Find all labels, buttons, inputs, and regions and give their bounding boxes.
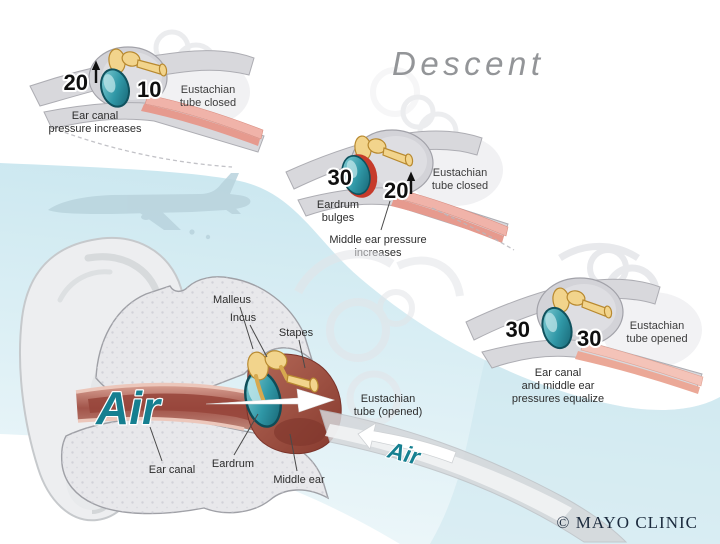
stage3-ossicles	[552, 287, 613, 319]
ossicles	[247, 350, 319, 404]
swoosh-right-tint	[430, 360, 720, 544]
stage2-dashed-contour	[431, 207, 515, 251]
stage3-tube-status-line1: Eustachian	[630, 320, 684, 332]
stage1-eustachian-tube	[144, 94, 264, 140]
main-tube-label-line2: tube (opened)	[354, 406, 423, 418]
stage2-eardrum-bulging	[341, 154, 378, 198]
stage1-dashed-contour	[57, 129, 233, 168]
stage3-caption-line2: and middle ear	[522, 380, 595, 392]
stage1-middle-ear-pressure: 10	[137, 77, 161, 102]
stage1-tube-status-line1: Eustachian	[181, 84, 235, 96]
eardrum-label: Eardrum	[212, 458, 254, 470]
stage3-diagram: 30 30 Eustachian tube opened Ear canal a…	[465, 242, 704, 405]
incus-label: Incus	[230, 312, 257, 324]
stage2-eardrum-caption-line2: bulges	[322, 212, 355, 224]
stage2-pressure-caption-line1: Middle ear pressure	[329, 234, 426, 246]
air-out-arrow	[357, 422, 457, 464]
stage1-diagram: 20 10 Eustachian tube closed Ear canal p…	[29, 29, 265, 168]
stage2-leader-line	[380, 200, 391, 231]
stage2-diagram: 30 20 Eustachian tube closed Eardrum bul…	[285, 67, 515, 259]
air-in-arrow	[205, 388, 335, 413]
stage3-eustachian-tube-lower	[575, 351, 700, 394]
stage1-ear-canal-pressure: 20	[64, 70, 88, 95]
page-title: Descent	[392, 45, 545, 82]
stage1-caption-line1: Ear canal	[72, 110, 118, 122]
stage3-skull-blob	[602, 292, 702, 368]
stage1-eustachian-tube-lower	[141, 104, 260, 146]
stage2-tube-status-line1: Eustachian	[433, 167, 487, 179]
stage3-middle-ear-pressure: 30	[577, 326, 601, 351]
malleus-label: Malleus	[213, 294, 251, 306]
air-in-label: Air	[95, 382, 162, 434]
stage3-eustachian-tube	[580, 340, 704, 387]
airplane-icon	[48, 173, 251, 240]
stage2-eustachian-tube-lower	[391, 198, 504, 243]
stage2-eustachian-tube	[394, 188, 509, 237]
stage3-tube-status-line2: tube opened	[626, 333, 687, 345]
main-cochlea-ghost	[294, 249, 464, 426]
stage2-tube-status-line2: tube closed	[432, 180, 488, 192]
stage1-caption-line2: pressure increases	[49, 123, 142, 135]
stage3-caption-line3: pressures equalize	[512, 393, 604, 405]
stage1-tube-status-line2: tube closed	[180, 97, 236, 109]
stage3-ear-canal-pressure: 30	[506, 317, 530, 342]
stage2-middle-ear-pressure: 20	[384, 178, 408, 203]
stage2-ear-canal-pressure: 30	[328, 165, 352, 190]
stage2-eardrum-caption-line1: Eardrum	[317, 199, 359, 211]
stage2-ossicles	[354, 135, 414, 167]
stage1-bone-lower	[43, 102, 265, 153]
stapes-label: Stapes	[279, 327, 314, 339]
main-tube-label-line1: Eustachian	[361, 393, 415, 405]
ear-canal	[75, 382, 260, 432]
copyright-notice: © MAYO CLINIC	[557, 513, 698, 532]
stage3-caption-line1: Ear canal	[535, 367, 581, 379]
ear-canal-label: Ear canal	[149, 464, 195, 476]
stage3-eardrum	[541, 306, 573, 350]
stage1-eardrum	[100, 68, 130, 108]
middle-ear-label: Middle ear	[273, 474, 325, 486]
anatomy-labels: Malleus Incus Stapes Eustachian tube (op…	[149, 294, 422, 486]
main-ear-illustration: Air Air Malleus Incus Stapes Eustachian …	[18, 236, 628, 543]
